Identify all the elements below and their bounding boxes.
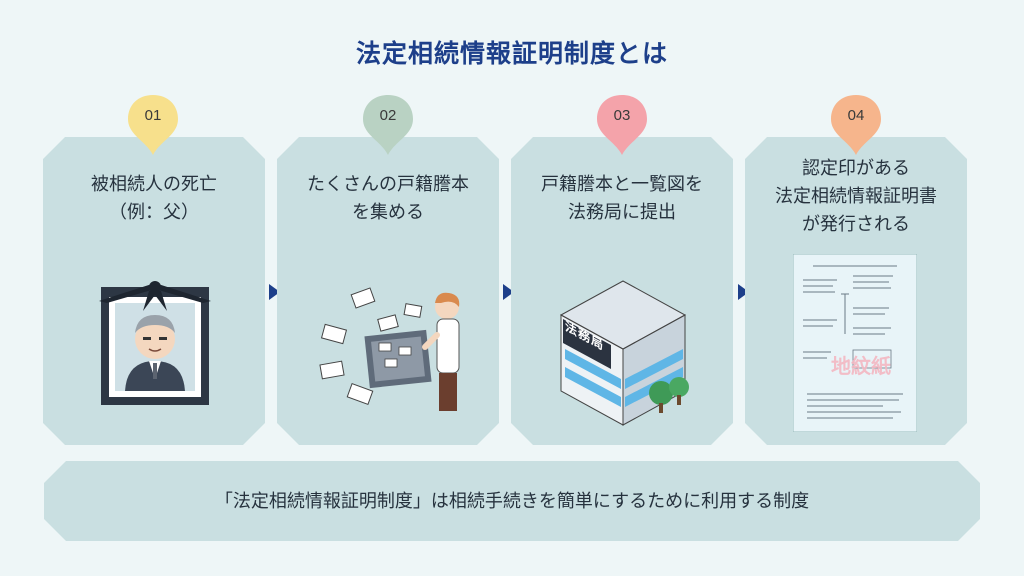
certificate-document-illustration: 地紋紙: [793, 254, 917, 436]
step-1-badge: 01: [126, 93, 180, 157]
flow-arrow-3: [738, 284, 749, 300]
step-card-1: 被相続人の死亡 （例：父）: [43, 137, 265, 445]
certificate-stamp: 地紋紙: [831, 354, 891, 378]
step-4-badge: 04: [829, 93, 883, 157]
step-3-text: 戸籍謄本と一覧図を 法務局に提出: [541, 174, 703, 223]
step-3-badge: 03: [595, 93, 649, 157]
step-card-2: たくさんの戸籍謄本 を集める: [277, 137, 499, 445]
step-card-3: 戸籍謄本と一覧図を 法務局に提出 法務局: [511, 137, 733, 445]
legal-affairs-bureau-building-illustration: 法務局: [553, 275, 693, 431]
summary-text: 「法定相続情報証明制度」は相続手続きを簡単にするために利用する制度: [214, 491, 810, 512]
page-title: 法定相続情報証明制度とは: [355, 39, 668, 68]
memorial-portrait-illustration: [99, 281, 211, 411]
step-4-text: 認定印がある 法定相続情報証明書 が発行される: [775, 158, 937, 235]
summary-box: 「法定相続情報証明制度」は相続手続きを簡単にするために利用する制度: [44, 461, 980, 541]
flow-arrow-2: [503, 284, 514, 300]
step-2-text: たくさんの戸籍謄本 を集める: [307, 174, 469, 223]
step-2-badge: 02: [361, 93, 415, 157]
step-card-4: 認定印がある 法定相続情報証明書 が発行される: [745, 137, 967, 445]
step-1-text: 被相続人の死亡 （例：父）: [91, 174, 217, 223]
person-with-documents-illustration: [319, 287, 469, 421]
flow-arrow-1: [269, 284, 280, 300]
